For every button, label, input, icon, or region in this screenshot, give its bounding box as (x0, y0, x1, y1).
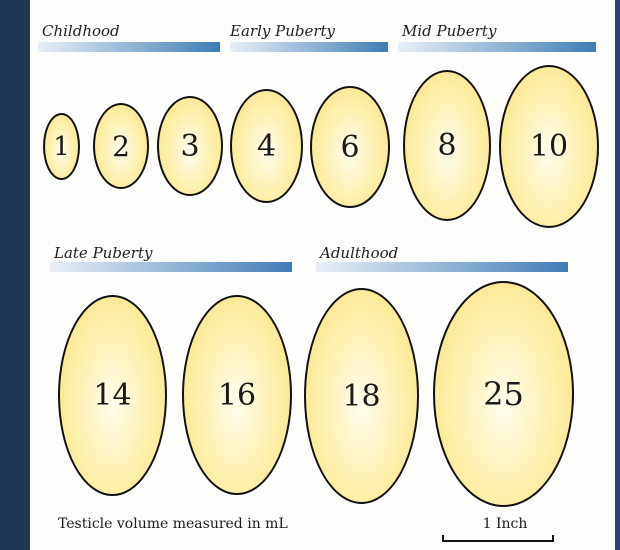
volume-ellipse-8: 8 (403, 70, 491, 221)
stage-bar-mid-puberty (398, 42, 596, 52)
stage-bar-late-puberty (50, 262, 292, 272)
volume-label: 18 (342, 379, 380, 414)
volume-ellipse-6: 6 (310, 86, 390, 208)
volume-label: 16 (218, 378, 256, 413)
volume-ellipse-4: 4 (230, 89, 303, 203)
volume-ellipse-3: 3 (157, 96, 223, 196)
volume-label: 2 (112, 130, 130, 163)
volume-label: 1 (53, 132, 70, 162)
stage-label-early-puberty: Early Puberty (230, 22, 335, 40)
volume-label: 6 (340, 130, 359, 165)
stage-label-mid-puberty: Mid Puberty (402, 22, 496, 40)
volume-ellipse-10: 10 (499, 65, 599, 228)
volume-ellipse-1: 1 (43, 113, 80, 180)
volume-label: 4 (257, 129, 276, 164)
volume-label: 3 (180, 129, 199, 164)
scale-bar-label: 1 Inch (455, 516, 555, 532)
stage-bar-early-puberty (230, 42, 388, 52)
stage-label-adulthood: Adulthood (320, 244, 398, 262)
volume-ellipse-14: 14 (58, 295, 167, 496)
volume-ellipse-2: 2 (93, 103, 149, 189)
volume-ellipse-18: 18 (304, 288, 419, 504)
scale-bar (442, 535, 554, 542)
volume-ellipse-25: 25 (433, 281, 574, 507)
volume-label: 10 (530, 129, 568, 164)
volume-label: 8 (437, 128, 456, 163)
volume-label: 25 (483, 375, 524, 413)
stage-label-late-puberty: Late Puberty (54, 244, 152, 262)
volume-caption: Testicle volume measured in mL (58, 516, 288, 532)
volume-label: 14 (93, 378, 131, 413)
stage-bar-adulthood (316, 262, 568, 272)
volume-ellipse-16: 16 (182, 295, 292, 495)
stage-label-childhood: Childhood (42, 22, 120, 40)
stage-bar-childhood (38, 42, 220, 52)
